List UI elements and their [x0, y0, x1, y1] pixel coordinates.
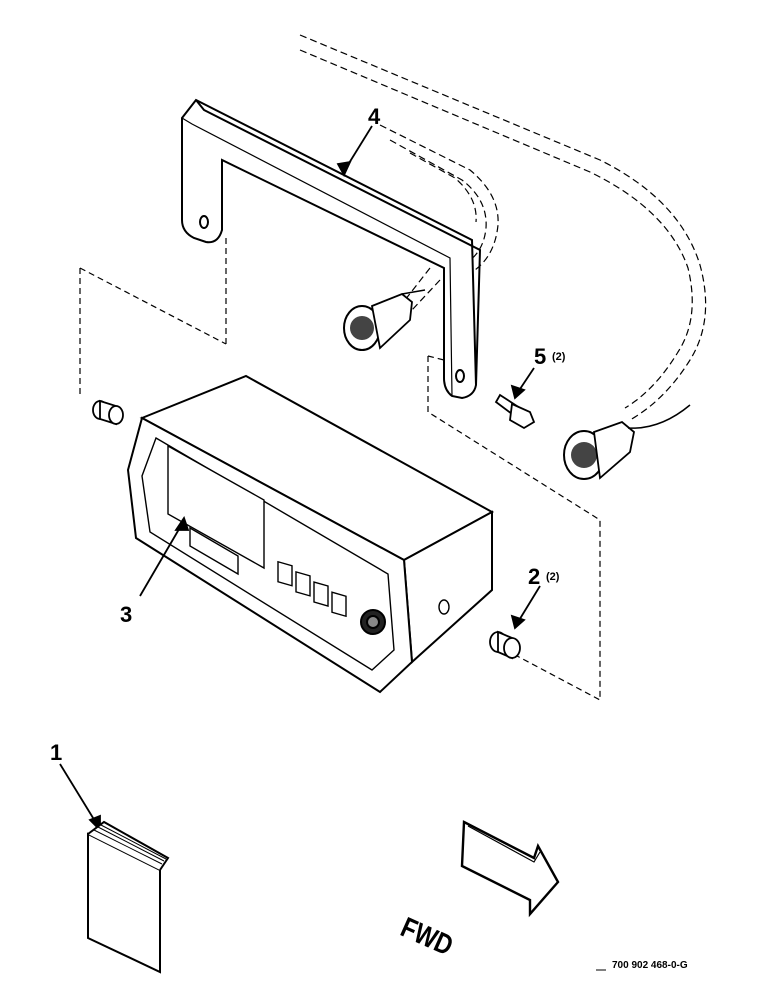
- callout-2-qty: (2): [546, 571, 560, 583]
- operators-manual: [87, 820, 170, 974]
- callout-3: 3: [120, 602, 132, 627]
- callout-1: 1: [50, 740, 62, 765]
- callout-5-qty: (2): [552, 351, 566, 363]
- callout-2: 2: [528, 564, 540, 589]
- spacer-right: [489, 630, 521, 660]
- spacer-left: [92, 399, 124, 426]
- cable-harness: [299, 34, 707, 421]
- bolt: [494, 393, 536, 430]
- mounting-bracket: [181, 98, 482, 400]
- leader-lines: [59, 125, 541, 833]
- callout-5: 5: [534, 344, 546, 369]
- connector-right: [563, 404, 691, 480]
- drawing-number: 700 902 468-0-G: [612, 960, 688, 971]
- callout-4: 4: [368, 104, 381, 129]
- alignment-lines: [79, 238, 601, 701]
- forward-arrow-icon: FWD: [396, 820, 560, 962]
- connector-left: [343, 289, 426, 351]
- display-console: [126, 374, 495, 694]
- fwd-label: FWD: [396, 910, 458, 962]
